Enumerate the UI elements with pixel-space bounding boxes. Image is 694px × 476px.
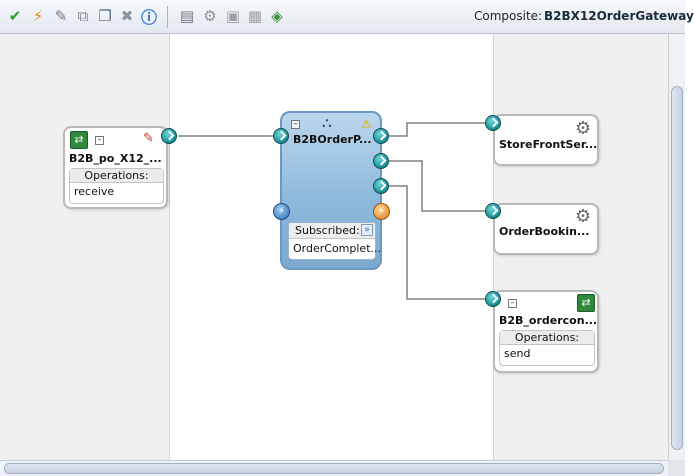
expand-icon[interactable]: »	[361, 224, 373, 236]
toolbar-separator	[167, 6, 168, 28]
mediator-out-port-3[interactable]	[373, 178, 389, 194]
adapter-icon: ⇄	[70, 131, 88, 149]
reference-port-orderbooking[interactable]	[485, 203, 501, 219]
operations-label: Operations:	[500, 331, 594, 345]
mediator-title: B2BOrderP...	[293, 133, 372, 146]
adapter-icon: ⇄	[577, 294, 595, 312]
collapse-icon[interactable]: –	[508, 299, 517, 308]
vertical-scrollbar[interactable]	[668, 34, 685, 460]
service-title: B2B_po_X12_...	[69, 152, 162, 165]
reference-card-orderconfirm[interactable]: – ⇄ B2B_ordercon... Operations: send	[493, 290, 599, 373]
horizontal-scroll-thumb[interactable]	[4, 463, 664, 474]
service-port[interactable]	[161, 128, 177, 144]
event-publish-icon[interactable]: ⚡	[373, 203, 390, 220]
properties-icon[interactable]: ▦	[247, 7, 263, 25]
toolbar: ✔ ⚡ ✎ ⧉ ❐ ✖ ⓘ ▤ ⚙ ▣ ▦ ◈ Composite: B2BX1…	[0, 0, 694, 34]
vertical-scroll-thumb[interactable]	[671, 86, 683, 450]
zoom-icon[interactable]: ▣	[225, 7, 241, 25]
subscribed-header: Subscribed: »	[289, 223, 375, 239]
copy-icon[interactable]: ⧉	[77, 7, 89, 25]
hierarchy-icon: ⛬	[322, 115, 332, 131]
scroll-corner	[668, 460, 685, 476]
subscription-item[interactable]: OrderComplet...	[293, 242, 381, 255]
wsdl-icon[interactable]: ▤	[179, 7, 195, 25]
reference-port-storefront[interactable]	[485, 115, 501, 131]
collapse-icon[interactable]: –	[291, 120, 300, 129]
service-card-b2b-po[interactable]: ⇄ – ✎ B2B_po_X12_... Operations: receive	[63, 126, 168, 209]
reference-card-storefront[interactable]: ⚙ StoreFrontSer...	[493, 114, 599, 166]
operations-box: Operations: receive	[69, 168, 164, 204]
exposed-services-lane	[0, 34, 170, 460]
mediator-card[interactable]: – ⛬ ⚠ B2BOrderP... Subscribed: » OrderCo…	[280, 111, 382, 270]
reference-title: B2B_ordercon...	[499, 314, 598, 327]
operation-item[interactable]: send	[504, 347, 531, 360]
paste-icon[interactable]: ❐	[98, 7, 112, 25]
wire-mediator-to-orderbooking	[389, 160, 486, 212]
reference-title: OrderBookin...	[499, 225, 590, 238]
wire-mediator-to-orderconfirm	[389, 185, 486, 300]
reference-title: StoreFrontSer...	[499, 138, 598, 151]
edit-icon[interactable]: ✎	[143, 131, 154, 146]
gear-icon: ⚙	[575, 206, 592, 227]
horizontal-scrollbar[interactable]	[0, 460, 668, 476]
edit-icon[interactable]: ✎	[54, 7, 68, 25]
subscribed-box: Subscribed: » OrderComplet...	[288, 222, 381, 260]
reference-card-orderbooking[interactable]: ⚙ OrderBookin...	[493, 203, 599, 255]
warning-icon[interactable]: ⚠	[361, 117, 372, 131]
composite-name: B2BX12OrderGateway	[544, 9, 694, 23]
mediator-out-port-1[interactable]	[373, 128, 389, 144]
collapse-icon[interactable]: –	[95, 136, 104, 145]
mediator-in-port[interactable]	[273, 128, 289, 144]
composite-label: Composite:	[474, 9, 543, 23]
subscribed-label: Subscribed:	[295, 224, 360, 237]
test-icon[interactable]: ◈	[271, 7, 283, 25]
gear-icon: ⚙	[575, 118, 592, 139]
reference-port-orderconfirm[interactable]	[485, 291, 501, 307]
mediator-out-port-2[interactable]	[373, 153, 389, 169]
operations-box: Operations: send	[499, 330, 595, 366]
operation-item[interactable]: receive	[74, 185, 115, 198]
event-subscribe-icon[interactable]: ⚡	[273, 203, 290, 220]
wire-mediator-to-storefront	[389, 122, 486, 137]
info-icon[interactable]: ⓘ	[140, 8, 157, 27]
delete-icon[interactable]: ✖	[120, 7, 134, 25]
validate-icon[interactable]: ✔	[8, 7, 22, 25]
layout-icon[interactable]: ⚙	[203, 7, 217, 25]
operations-label: Operations:	[70, 169, 163, 183]
deploy-icon[interactable]: ⚡	[32, 7, 44, 25]
